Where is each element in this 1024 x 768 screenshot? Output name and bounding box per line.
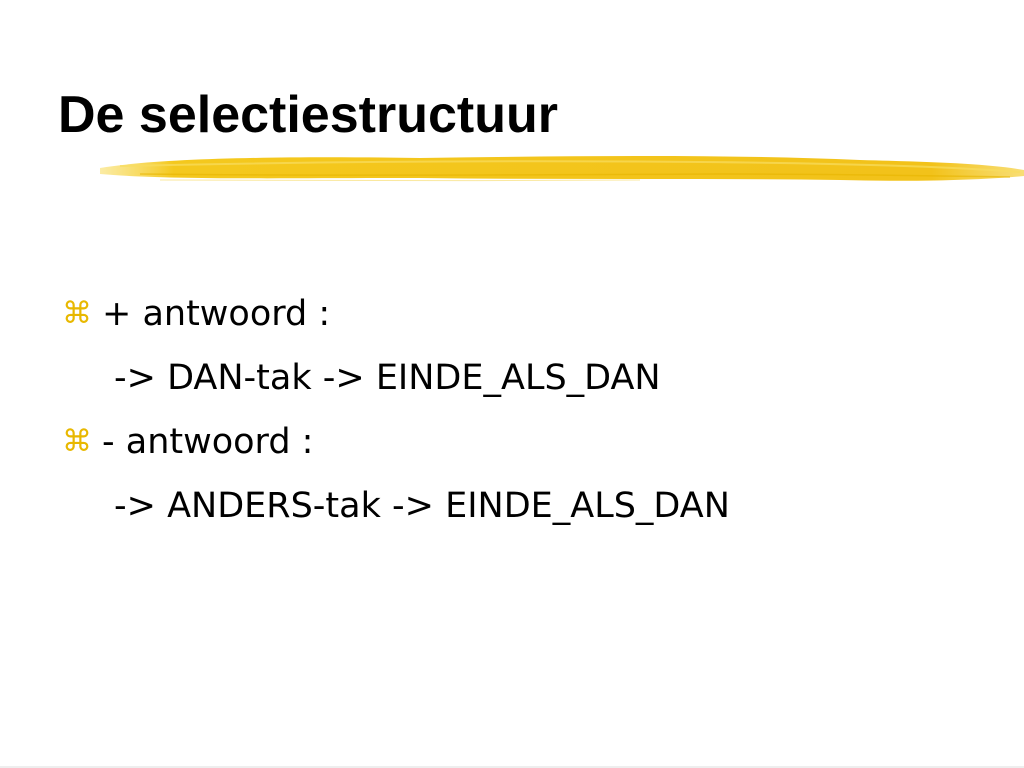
sub-line-2: -> ANDERS-tak -> EINDE_ALS_DAN (62, 480, 1002, 544)
slide-title: De selectiestructuur (58, 86, 558, 144)
command-key-icon: ⌘ (62, 424, 92, 459)
bottom-divider (0, 766, 1024, 768)
bullet-text-1: + antwoord : (102, 294, 331, 334)
command-key-icon: ⌘ (62, 296, 92, 331)
bullet-text-2: - antwoord : (102, 422, 314, 462)
bullet-line-1: ⌘ + antwoord : (62, 288, 1002, 352)
sub-line-1: -> DAN-tak -> EINDE_ALS_DAN (62, 352, 1002, 416)
sub-text-1: -> DAN-tak -> EINDE_ALS_DAN (114, 358, 661, 398)
sub-text-2: -> ANDERS-tak -> EINDE_ALS_DAN (114, 486, 730, 526)
bullet-list: ⌘ + antwoord : -> DAN-tak -> EINDE_ALS_DA… (62, 288, 1002, 544)
bullet-line-2: ⌘ - antwoord : (62, 416, 1002, 480)
title-underline-brush (100, 156, 1024, 182)
